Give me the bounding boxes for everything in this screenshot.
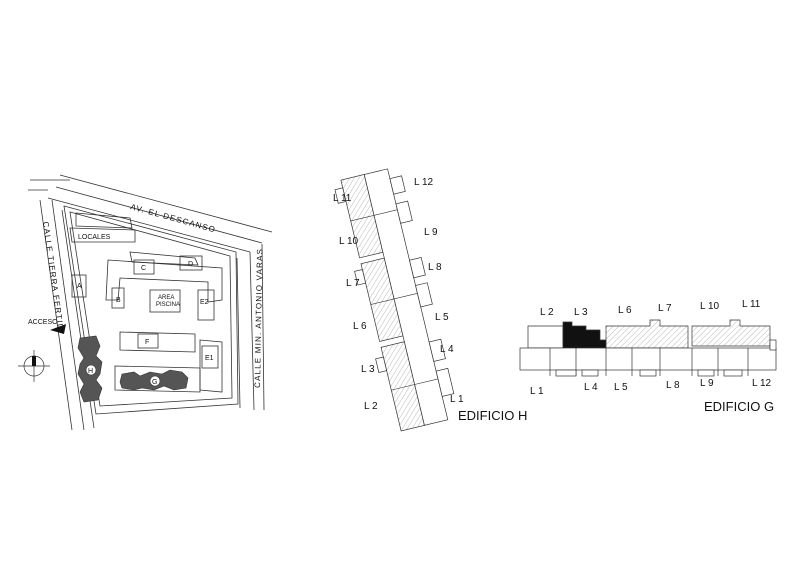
building-label-e2: E2 xyxy=(200,299,209,306)
edificio-h-lot-9: L 9 xyxy=(424,227,438,238)
edificio-h-title: EDIFICIO H xyxy=(458,408,527,423)
building-b-outline xyxy=(111,287,125,309)
building-label-e1: E1 xyxy=(205,355,214,362)
access-arrow xyxy=(50,324,66,334)
edificio-g-lot-12: L 12 xyxy=(752,378,772,389)
pool-label-line2: PISCINA xyxy=(156,302,180,308)
building-label-g: G xyxy=(152,379,157,386)
building-label-f: F xyxy=(145,339,149,346)
building-label-c: C xyxy=(141,265,146,272)
edificio-h-lot-3: L 3 xyxy=(361,364,375,375)
edificio-g-lot-7: L 7 xyxy=(658,303,672,314)
edificio-g-lot-1: L 1 xyxy=(530,386,544,397)
locales-block xyxy=(69,227,136,243)
building-a-outline xyxy=(71,274,87,298)
edificio-g-lot-8: L 8 xyxy=(666,380,680,391)
building-c-outline xyxy=(133,259,155,275)
building-d-outline xyxy=(179,255,203,271)
edificio-h-lot-6: L 6 xyxy=(353,321,367,332)
street-label-right: CALLE MIN. ANTONIO VARAS xyxy=(253,248,264,388)
edificio-h-lot-4: L 4 xyxy=(440,344,454,355)
street-label-top: AV. EL DESCANSO xyxy=(129,202,217,234)
calle-antonio-varas xyxy=(236,243,265,411)
building-label-h: H xyxy=(88,368,93,375)
access-label: ACCESO xyxy=(28,319,58,326)
edificio-g-lot-4: L 4 xyxy=(584,382,598,393)
building-h-marker xyxy=(85,364,97,376)
edificio-g-lot-2: L 2 xyxy=(540,307,554,318)
shops-label: LOCALES xyxy=(78,234,111,241)
building-f-outline xyxy=(137,333,159,349)
edificio-g-lot-6: L 6 xyxy=(618,305,632,316)
building-label-a: A xyxy=(77,283,82,290)
edificio-g-title: EDIFICIO G xyxy=(704,399,774,414)
building-label-b: B xyxy=(116,297,121,304)
edificio-g-plan xyxy=(519,319,777,377)
edificio-h-lot-2: L 2 xyxy=(364,401,378,412)
avenue-el-descanso xyxy=(28,174,273,253)
edificio-h-lot-7: L 7 xyxy=(346,278,360,289)
street-label-left: CALLE TIERRA FERTIL xyxy=(41,221,65,330)
edificio-g-lot-3: L 3 xyxy=(574,307,588,318)
edificio-h-lot-12: L 12 xyxy=(414,177,434,188)
edificio-h-lot-8: L 8 xyxy=(428,262,442,273)
building-g-marker xyxy=(149,375,161,387)
edificio-h-lot-1: L 1 xyxy=(450,394,464,405)
edificio-g-lot-5: L 5 xyxy=(614,382,628,393)
building-label-d: D xyxy=(188,261,193,268)
edificio-h-plan xyxy=(334,168,455,432)
edificio-g-lot-10: L 10 xyxy=(700,301,720,312)
building-e1-outline xyxy=(201,345,219,369)
edificio-g-lot-3-highlight xyxy=(562,321,607,349)
edificio-g-lot-11: L 11 xyxy=(742,299,761,310)
edificio-g-lot-9: L 9 xyxy=(700,378,714,389)
building-e2-outline xyxy=(197,289,215,321)
north-arrow xyxy=(18,350,50,382)
edificio-h-lot-5: L 5 xyxy=(435,312,449,323)
edificio-h-lot-10: L 10 xyxy=(339,236,359,247)
edificio-h-lot-11: L 11 xyxy=(333,193,352,204)
pool-label-line1: AREA xyxy=(158,295,174,301)
